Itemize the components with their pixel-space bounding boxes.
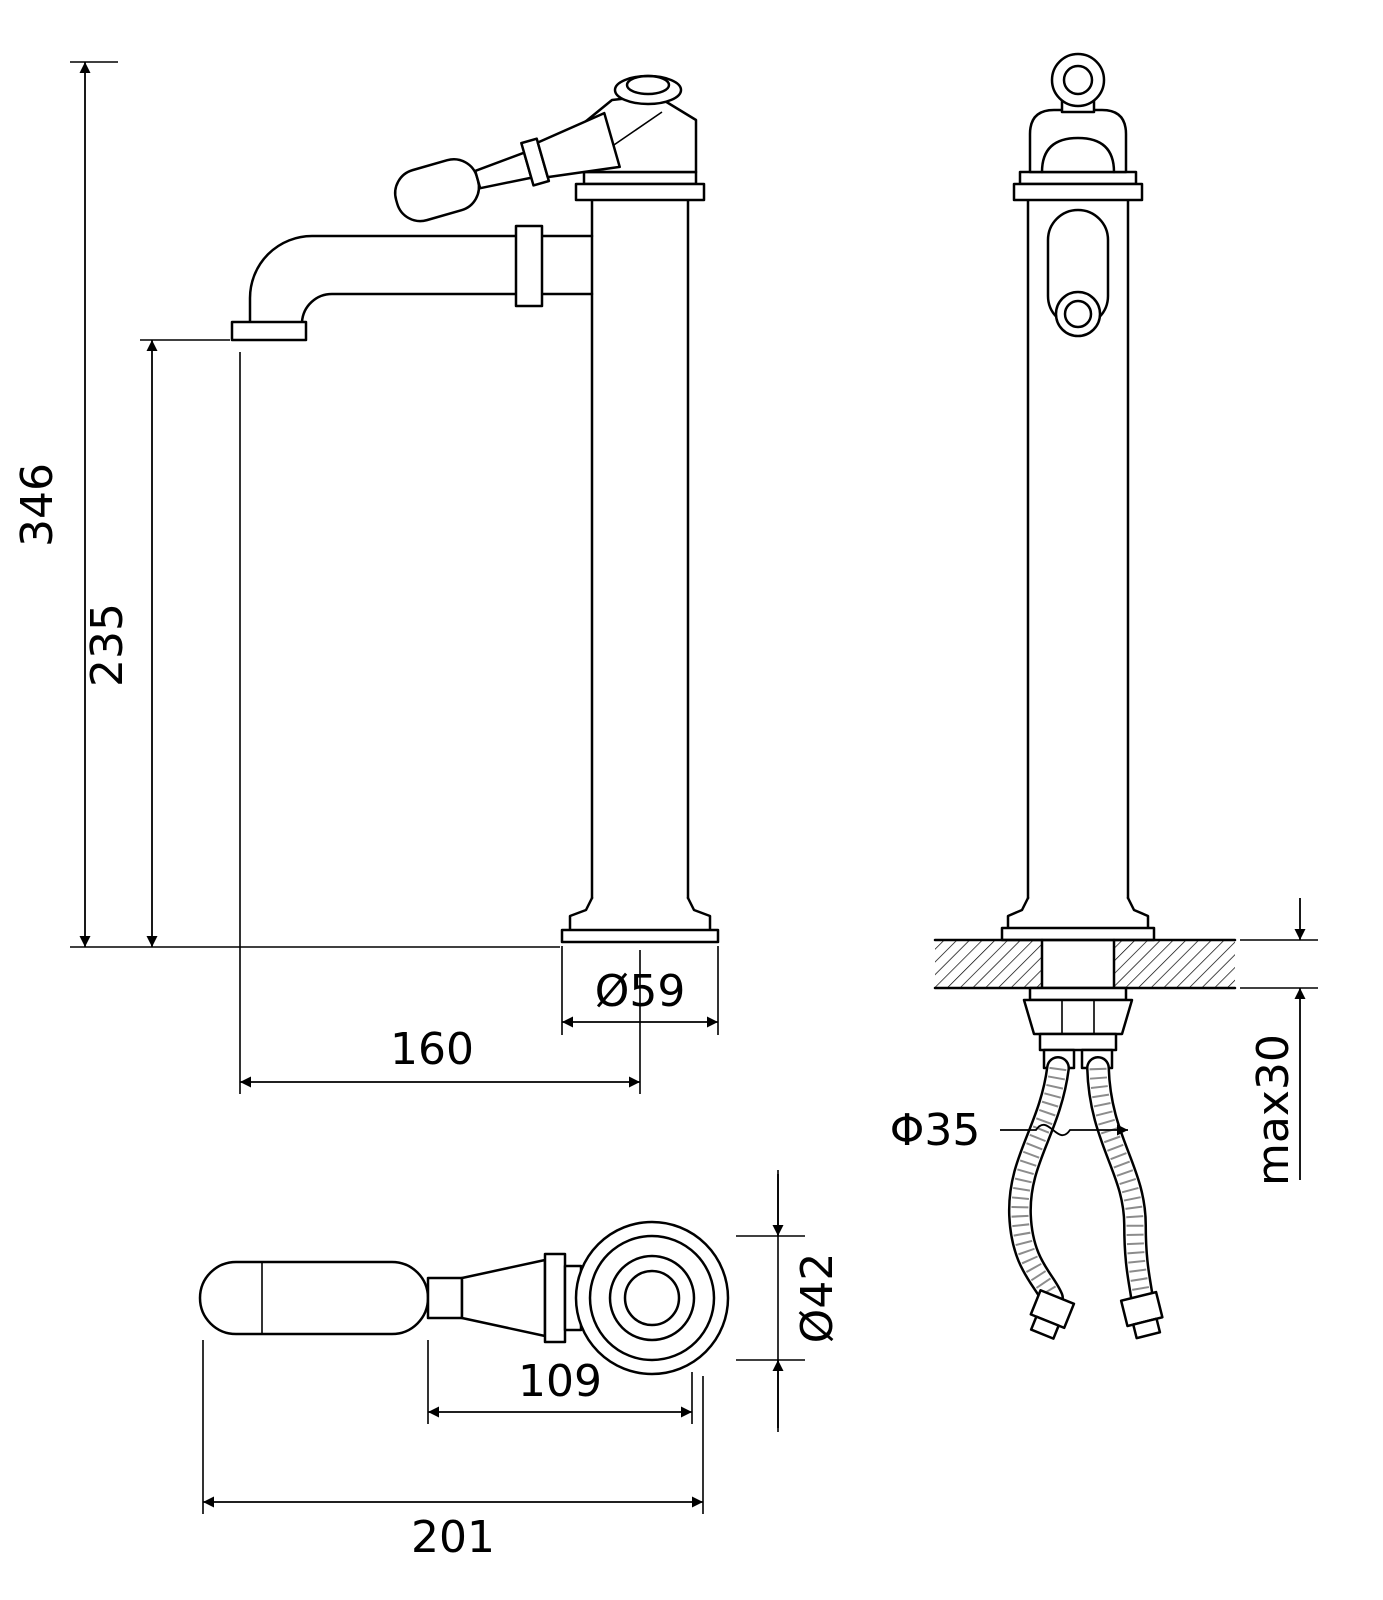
base-flare-front — [1006, 896, 1150, 930]
handle-knob — [393, 158, 481, 223]
hose-manifold — [1038, 1032, 1118, 1052]
handle-neck — [473, 151, 533, 190]
ext-lines-160 — [239, 352, 641, 1094]
hose-end-fitting-left — [1029, 1289, 1076, 1340]
spout-collar — [514, 224, 544, 308]
dimension-109: 109 — [427, 1340, 693, 1424]
neck-ring-upper-front — [1018, 170, 1138, 186]
top-cap-inner — [625, 74, 671, 96]
neck-ring-lower-front — [1012, 182, 1144, 202]
dim-label-counter-thickness: max30 — [1248, 1034, 1299, 1186]
spout-side — [230, 224, 594, 342]
handle-cone — [536, 111, 621, 179]
dimension-160: 160 — [239, 352, 641, 1094]
countertop — [933, 938, 1237, 990]
countertop-hatch-right — [1114, 940, 1235, 988]
leader-line-35 — [1000, 1123, 1128, 1137]
mounting-hardware — [1022, 986, 1134, 1070]
dimension-42: Ø42 — [736, 1170, 843, 1432]
mounting-nut-facets — [1061, 1000, 1095, 1034]
body-circle-inner — [623, 1269, 681, 1327]
hose-left-body — [1010, 1058, 1068, 1308]
cartridge-head-front — [1028, 108, 1128, 174]
spout-outer-curve — [248, 234, 594, 324]
aerator-outer — [1054, 290, 1102, 338]
hose-end-cone-left — [1029, 1315, 1060, 1340]
handle-collar-top — [543, 1252, 567, 1344]
body-circle-mid — [608, 1254, 696, 1342]
dimension-201: 201 — [202, 1340, 704, 1563]
head-saddle-front — [1040, 136, 1116, 174]
faucet-body-side — [590, 198, 690, 900]
countertop-hatch-left — [935, 940, 1042, 988]
body-circle-outer — [574, 1220, 730, 1376]
dimension-346: 346 — [12, 61, 560, 948]
handle-knob-front-inner — [1062, 64, 1094, 96]
hose-end-cone-right — [1132, 1317, 1162, 1340]
ext-lines-max30 — [1240, 939, 1318, 989]
faucet-body-front — [1026, 198, 1130, 900]
handle-knob-front-outer — [1050, 52, 1106, 108]
dimension-235: 235 — [82, 339, 230, 947]
base-flare-side — [568, 896, 712, 932]
dim-label-total-height: 346 — [12, 463, 63, 547]
neck-ring-upper — [582, 170, 698, 186]
dim-label-overall-length: 201 — [411, 1512, 495, 1563]
body-circle-ring — [588, 1234, 716, 1362]
dim-label-reach: 160 — [390, 1024, 474, 1075]
dimension-35: Φ35 — [890, 1105, 1128, 1156]
ext-lines-346 — [70, 61, 560, 948]
dim-label-hole-diameter: Φ35 — [890, 1105, 981, 1156]
dim-label-body-diameter: Ø42 — [792, 1253, 843, 1344]
mounting-washer — [1028, 986, 1128, 1002]
supply-hoses — [1007, 1056, 1164, 1340]
hose-left-braid — [1011, 1066, 1067, 1302]
base-plate-front — [1000, 926, 1156, 942]
side-view — [230, 74, 720, 944]
handle-grip-top — [198, 1260, 430, 1336]
front-view — [933, 52, 1237, 1340]
neck-ring-lower — [574, 182, 706, 202]
hose-right-braid — [1089, 1067, 1151, 1300]
top-cap-outer — [613, 74, 683, 106]
dim-label-handle-length: 109 — [518, 1356, 602, 1407]
ext-lines-42 — [736, 1235, 805, 1361]
mounting-nut — [1022, 998, 1134, 1036]
ext-lines-201 — [202, 1340, 704, 1514]
hose-right-body — [1088, 1058, 1152, 1308]
spout-tip — [230, 320, 308, 342]
dim-label-spout-height: 235 — [82, 603, 133, 687]
spout-inner-curve — [300, 292, 594, 324]
mounting-shank — [1040, 938, 1116, 990]
top-view — [198, 1220, 730, 1376]
lever-handle-side — [393, 111, 621, 223]
handle-neck-top — [426, 1276, 464, 1320]
handle-cone-top — [460, 1258, 547, 1338]
base-plate-side — [560, 928, 720, 944]
hose-end-fitting-right — [1119, 1290, 1164, 1340]
aerator-inner — [1063, 299, 1093, 329]
dimension-max30: max30 — [1240, 898, 1318, 1186]
